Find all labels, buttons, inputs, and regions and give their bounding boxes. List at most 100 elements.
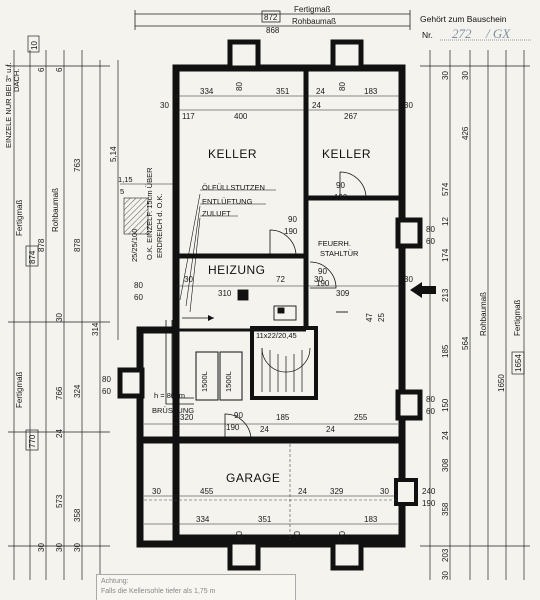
- right-dimension-texts: 574 12 174 213 185 150 24 308 358 203 30…: [441, 71, 525, 580]
- dim-right-564: 564: [461, 336, 470, 350]
- number-label: Nr.: [422, 30, 433, 40]
- dim-left-314: 314: [91, 322, 100, 336]
- boiler: [237, 289, 348, 321]
- dim-r2-117: 117: [182, 112, 195, 121]
- dim-left-766: 766: [55, 386, 64, 400]
- dim-b-50: 50: [293, 531, 302, 540]
- boxed-770: 770: [28, 434, 37, 448]
- dim-left-6b: 6: [55, 67, 64, 72]
- dim-right-12: 12: [441, 217, 450, 226]
- finished-label-1: Fertigmaß: [15, 199, 24, 236]
- dim-g-329: 329: [330, 487, 344, 496]
- dim-t-334: 334: [200, 87, 214, 96]
- door-4-h: 190: [226, 423, 240, 432]
- dim-left-573: 573: [55, 494, 64, 508]
- dim-right-308: 308: [441, 458, 450, 472]
- approval-stamp: Gehört zum Bauschein Nr. 272 / GX: [420, 14, 532, 41]
- dim-right-150: 150: [441, 398, 450, 412]
- win-r1-w: 80: [426, 225, 435, 234]
- dim-t-80a: 80: [235, 82, 244, 91]
- win-l2-w: 80: [102, 375, 111, 384]
- dim-47: 47: [365, 313, 374, 322]
- top-finished-dim: 872: [264, 13, 278, 22]
- room-labels: KELLER KELLER HEIZUNG GARAGE BRÜSTUNG FE…: [152, 147, 371, 485]
- dim-t-80b: 80: [338, 82, 347, 91]
- label-oil-fill: ÖLFÜLLSTUTZEN: [202, 183, 265, 192]
- dim-left-324: 324: [73, 384, 82, 398]
- dim-b-80b: 80: [338, 531, 347, 540]
- room-heizung: HEIZUNG: [208, 263, 266, 277]
- dim-right-1650: 1650: [497, 374, 506, 392]
- door-label-line1: FEUERH.: [318, 239, 351, 248]
- staircase: [261, 347, 311, 392]
- dim-left-514: 5,14: [109, 146, 118, 162]
- door-4-w: 90: [234, 411, 243, 420]
- oil-duct-annotation: 1,15 5 25/25/100 O.K. EINZELF. 15cm ÜBER…: [118, 167, 176, 262]
- dim-right-30c: 30: [461, 71, 470, 80]
- door-3-w: 90: [318, 267, 327, 276]
- dim-left-30c: 30: [55, 543, 64, 552]
- dim-left-6a: 6: [37, 67, 46, 72]
- dim-m-30a: 30: [184, 275, 193, 284]
- tank-height: h = 80cm: [154, 391, 185, 400]
- dim-g-455: 455: [200, 487, 214, 496]
- dim-l-320: 320: [180, 413, 194, 422]
- dim-m-310: 310: [218, 289, 232, 298]
- dim-b-80a: 80: [235, 531, 244, 540]
- dim-l-24a: 24: [260, 425, 269, 434]
- number-suffix: / GX: [485, 26, 511, 41]
- dim-left-30b: 30: [73, 543, 82, 552]
- dim-right-30b: 30: [441, 571, 450, 580]
- label-ventilation: ENTLÜFTUNG: [202, 197, 253, 206]
- door-1-h: 190: [284, 227, 298, 236]
- dim-r2-267: 267: [344, 112, 358, 121]
- dim-right-185: 185: [441, 344, 450, 358]
- dim-right-213: 213: [441, 288, 450, 302]
- dim-g-30a: 30: [152, 487, 161, 496]
- dim-b-183: 183: [364, 515, 378, 524]
- dim-5: 5: [120, 187, 124, 196]
- dim-t-30: 30: [404, 101, 413, 110]
- garage-guide-lines: [144, 444, 398, 540]
- door-3-h: 190: [316, 279, 330, 288]
- dim-right-30a: 30: [441, 71, 450, 80]
- dim-l-255: 255: [354, 413, 368, 422]
- dim-r2-30: 30: [160, 101, 169, 110]
- boxed-10: 10: [30, 41, 39, 50]
- ok-note-2: ERDREICH d. O.K.: [155, 193, 164, 258]
- leader-lines: [179, 189, 276, 313]
- win-r1-h: 60: [426, 237, 435, 246]
- dim-right-203: 203: [441, 548, 450, 562]
- room-keller-right: KELLER: [322, 147, 371, 161]
- number-value: 272: [452, 26, 472, 41]
- dim-115: 1,15: [118, 175, 133, 184]
- win-l2-h: 60: [102, 387, 111, 396]
- right-dimension-lines: [420, 50, 530, 580]
- door-1-w: 90: [288, 215, 297, 224]
- top-raw-label: Rohbaumaß: [292, 17, 336, 26]
- dim-right-574: 574: [441, 182, 450, 196]
- plan-dimension-lines: [144, 95, 402, 525]
- dim-left-878a: 878: [37, 238, 46, 252]
- dim-r2-400: 400: [234, 112, 248, 121]
- dim-right-24: 24: [441, 431, 450, 440]
- top-finished-label: Fertigmaß: [294, 5, 331, 14]
- win-g-h: 190: [422, 499, 436, 508]
- left-dimension-lines: [8, 50, 119, 580]
- dim-left-358: 358: [73, 508, 82, 522]
- top-raw-dim: 868: [266, 26, 280, 35]
- dim-t-183: 183: [364, 87, 378, 96]
- door-2-h: 190: [334, 193, 348, 202]
- footer-note-text: Falls die Kellersohle tiefer als 1,75 m: [101, 588, 216, 595]
- room-keller-left: KELLER: [208, 147, 257, 161]
- right-finished-label: Fertigmaß: [513, 299, 522, 336]
- footer-note: Achtung: Falls die Kellersohle tiefer al…: [96, 574, 296, 600]
- belongs-to-label: Gehört zum Bauschein: [420, 14, 507, 24]
- plan-dimension-texts: 334 80 351 24 80 183 30 30 117 400 24 26…: [152, 82, 413, 540]
- ok-note: O.K. EINZELF. 15cm ÜBER: [145, 167, 154, 260]
- dim-l-185: 185: [276, 413, 290, 422]
- door-2-w: 90: [336, 181, 345, 190]
- dim-left-24: 24: [55, 429, 64, 438]
- win-r2-h: 60: [426, 407, 435, 416]
